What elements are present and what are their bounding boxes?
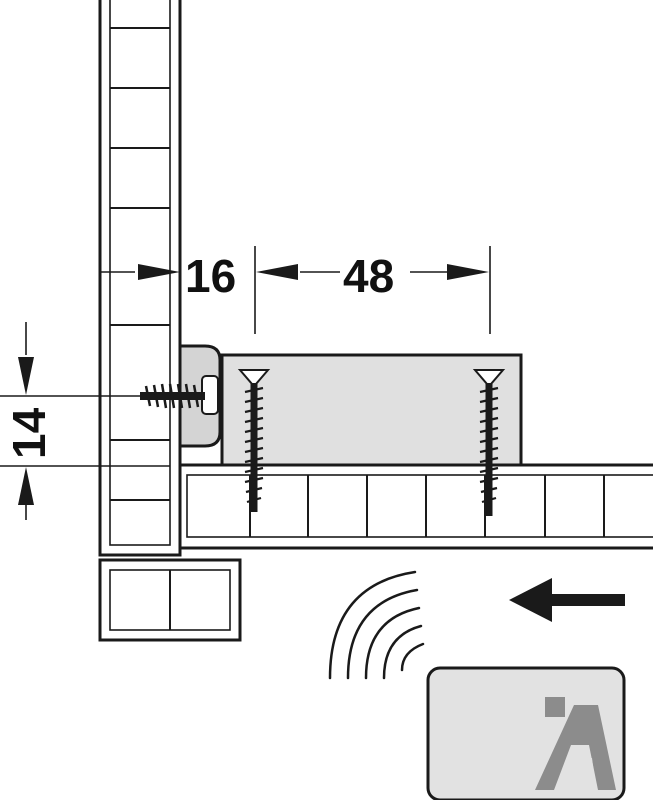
wireless-waves-icon [328,570,425,680]
side-panel [98,0,182,557]
lock-screw-left [237,369,271,512]
lock-screw-right [472,369,506,516]
dimension-14-label: 14 [3,407,55,459]
lock-body [220,353,523,467]
transponder-card-icon [426,666,626,800]
dimension-16: 16 [100,246,256,334]
plinth-block [98,558,242,642]
dimension-14: 14 [0,322,170,520]
strike-screw [140,383,205,409]
dimension-48-label: 48 [343,250,394,302]
dimension-48: 48 [256,246,491,334]
dimension-16-label: 16 [185,250,236,302]
arrow-left-icon [509,578,625,622]
card-logo [535,697,616,790]
